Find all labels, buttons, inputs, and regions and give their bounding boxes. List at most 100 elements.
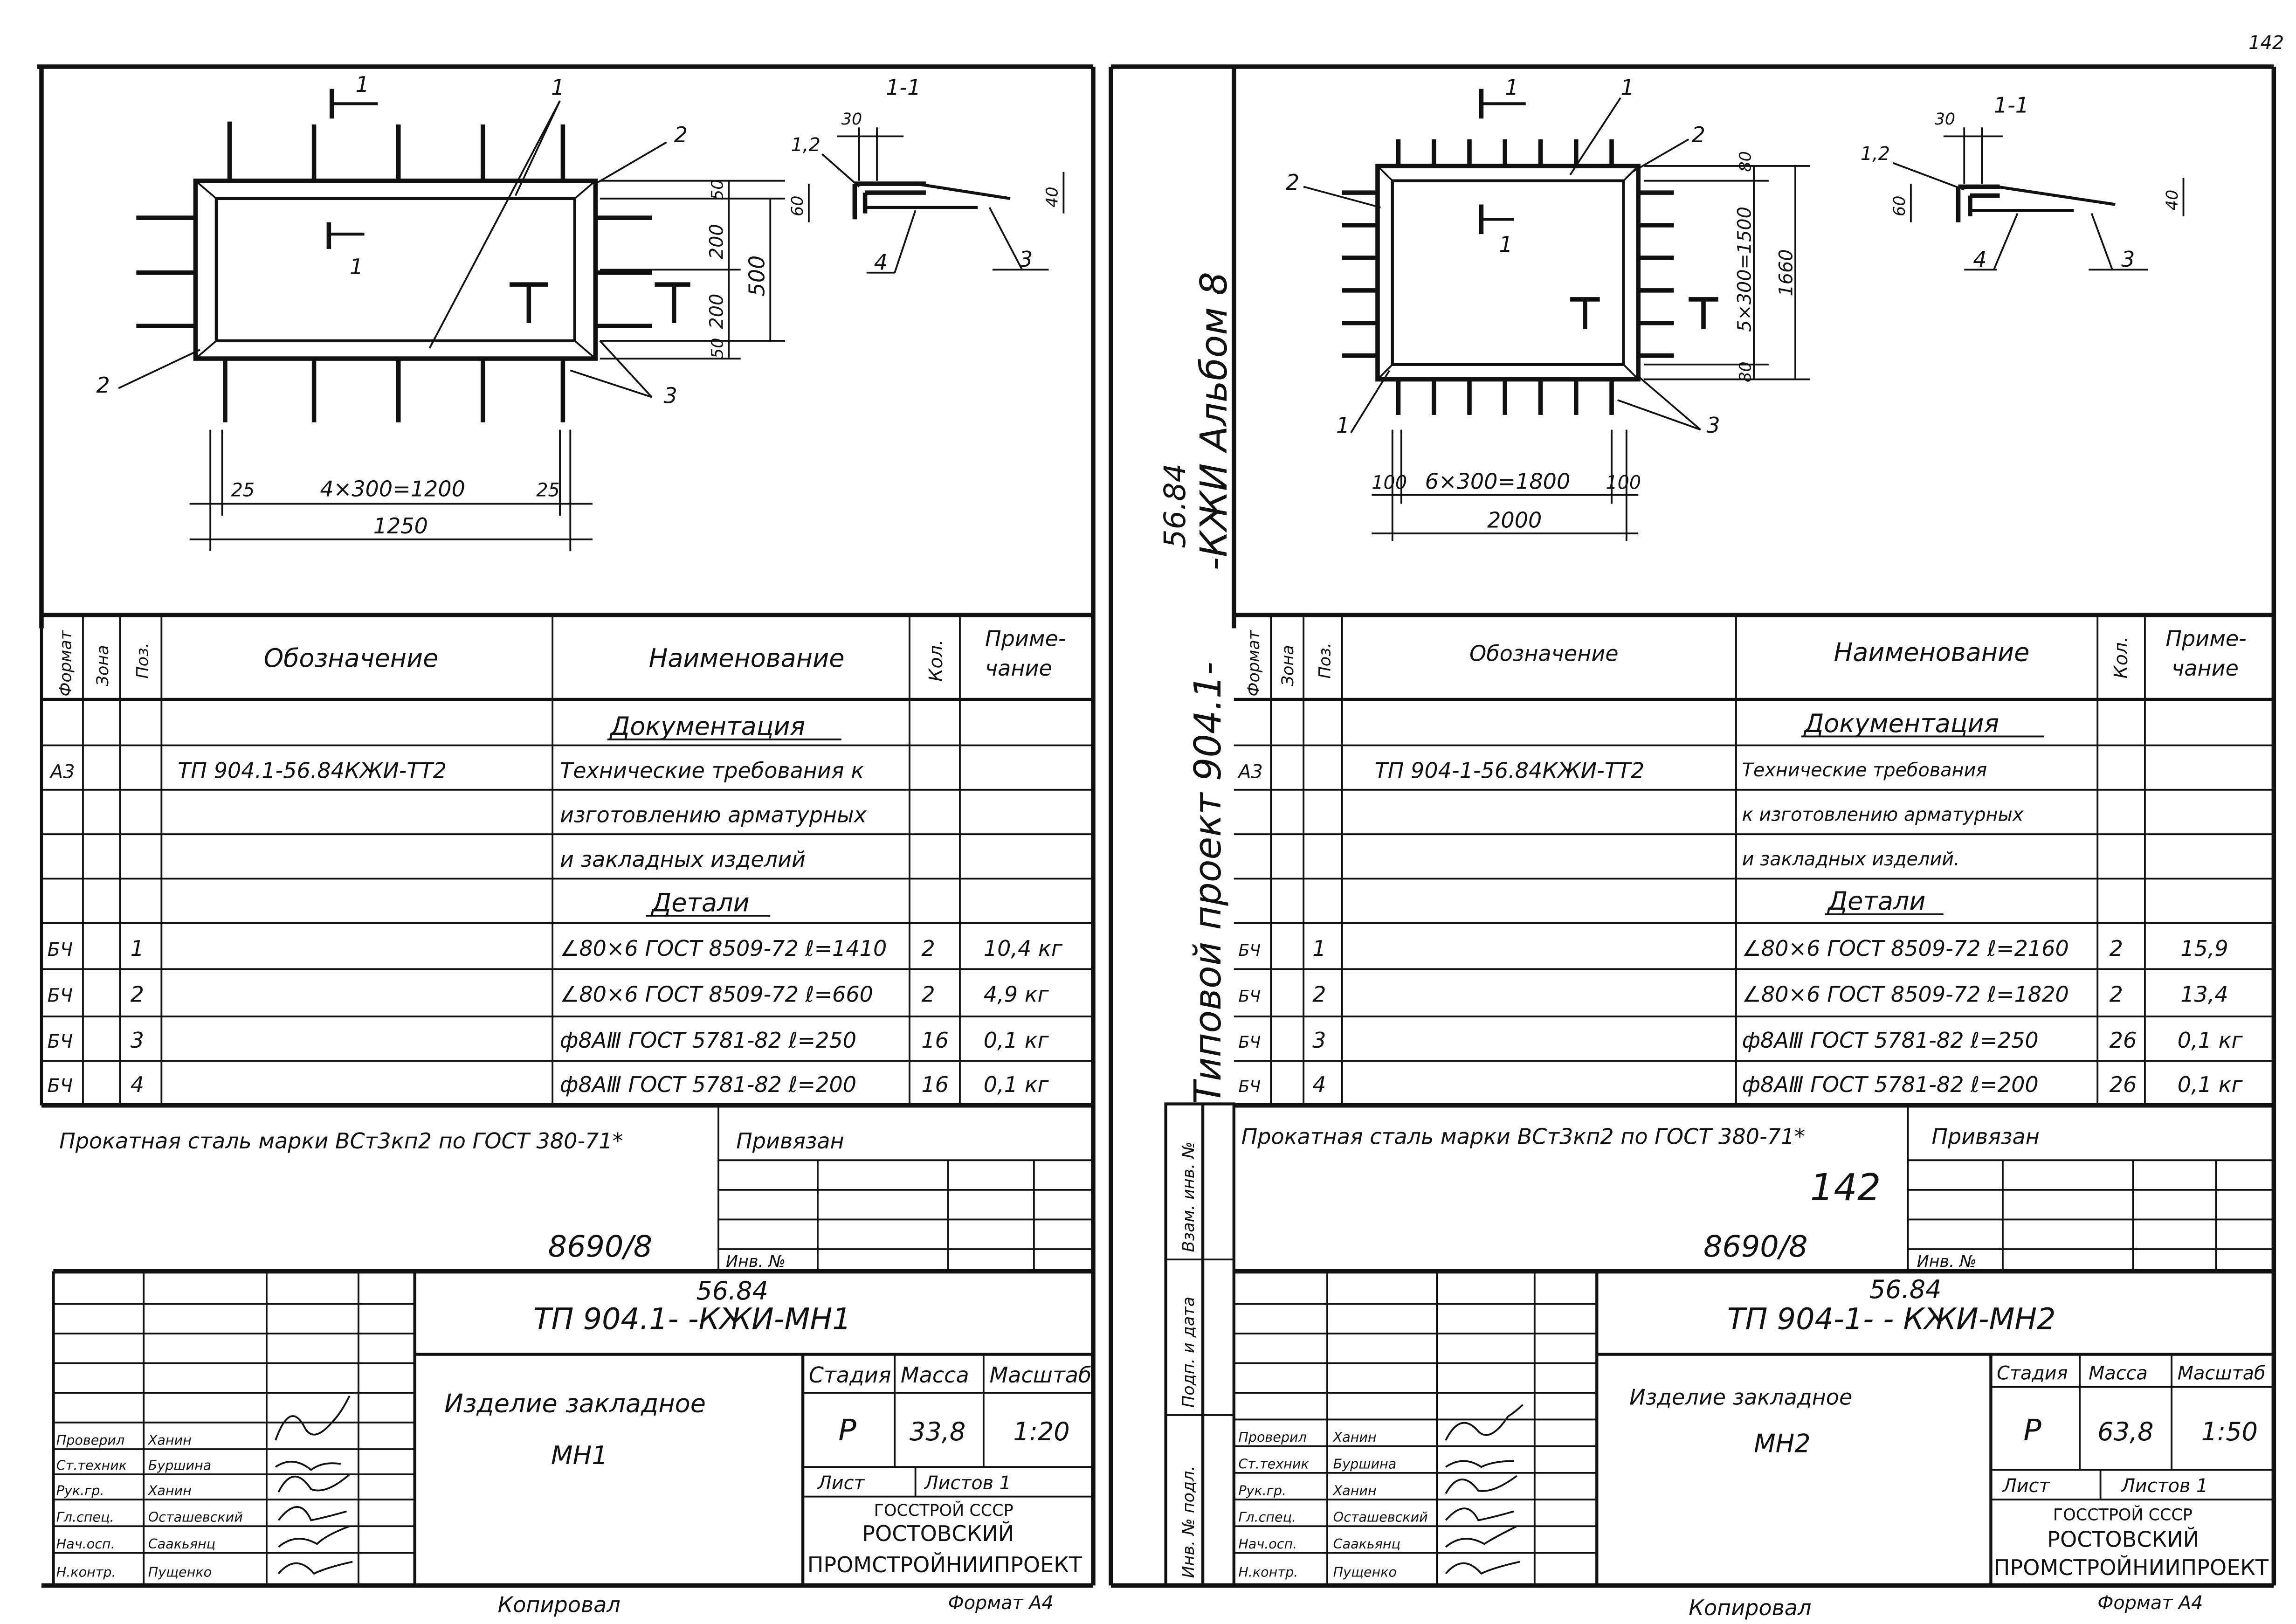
section-parts-mh2: Детали: [1827, 886, 1926, 916]
col-note-2-mh2: чание: [2172, 656, 2239, 681]
footer-copied: Копировал: [498, 1592, 621, 1617]
col-note-1-mh2: Приме-: [2165, 626, 2247, 651]
doc-format: А3: [49, 761, 75, 782]
scale-value: 1:20: [1013, 1417, 1069, 1446]
list-label-mh2: Лист: [2002, 1475, 2051, 1497]
row-2-format-mh2: БЧ: [1238, 987, 1261, 1006]
row-1-format: БЧ: [48, 939, 73, 961]
callout-2-left-mh2: 2: [1286, 170, 1299, 195]
callout-1-bottom-mh2: 1: [1336, 413, 1350, 438]
stage-value-mh2: Р: [2023, 1413, 2041, 1447]
row-4-pos-mh2: 4: [1312, 1072, 1326, 1097]
role-6-mh2: Н.контр.: [1238, 1564, 1298, 1580]
col-qty: Кол.: [925, 639, 947, 682]
row-1-qty-mh2: 2: [2110, 936, 2123, 961]
side-stamp: Взам. инв. № Подп. и дата Инв. № подл.: [1164, 1102, 1235, 1587]
album-title: -КЖИ Альбом 8: [1192, 272, 1235, 571]
row-2-pos-mh2: 2: [1312, 981, 1326, 1007]
name-4: Осташевский: [148, 1509, 243, 1525]
org-line-2-mh2: РОСТОВСКИЙ: [2047, 1527, 2199, 1552]
col-designation: Обозначение: [264, 643, 439, 673]
org-line-3-mh2: ПРОМСТРОЙНИИПРОЕКТ: [1994, 1555, 2269, 1580]
dim-right-40-mh2: 40: [2163, 190, 2182, 210]
org-line-2: РОСТОВСКИЙ: [862, 1521, 1014, 1546]
role-4: Гл.спец.: [56, 1509, 114, 1525]
drawing-mh2: 1 1 1 2 2 1 3 80 5×300=1500 80 1660: [1286, 75, 2185, 541]
doc-format-mh2: А3: [1237, 761, 1262, 782]
footer-format-mh2: Формат А4: [2097, 1592, 2203, 1614]
scale-header-mh2: Масштаб: [2178, 1363, 2266, 1384]
callout-3-detail: 3: [1019, 247, 1033, 272]
name-6: Пущенко: [148, 1564, 212, 1580]
callout-12: 1,2: [791, 134, 820, 156]
signature-scribble-mh2: [1445, 1404, 1524, 1575]
dim-v80b: 80: [1737, 361, 1755, 382]
mass-value: 33,8: [910, 1417, 965, 1446]
col-note-1: Приме-: [985, 626, 1066, 651]
col-zone-mh2: Зона: [1279, 645, 1297, 686]
dim-right-40: 40: [1043, 187, 1062, 207]
row-4-pos: 4: [131, 1072, 144, 1097]
row-4-note: 0,1 кг: [984, 1072, 1049, 1097]
callout-2-top-mh2: 2: [1692, 122, 1705, 147]
name-2-mh2: Буршина: [1333, 1456, 1397, 1472]
stage-header: Стадия: [809, 1362, 891, 1388]
section-label: 1-1: [886, 75, 921, 100]
row-3-qty: 16: [921, 1028, 949, 1053]
privyazan-label: Привязан: [736, 1128, 844, 1154]
row-2-name: ∠80×6 ГОСТ 8509-72 ℓ=660: [560, 981, 873, 1007]
row-1-name-mh2: ∠80×6 ГОСТ 8509-72 ℓ=2160: [1742, 936, 2069, 961]
doc-name-line-2: изготовлению арматурных: [560, 802, 867, 828]
role-6: Н.контр.: [56, 1564, 116, 1580]
section-docs: Документация: [609, 712, 805, 741]
name-1-mh2: Ханин: [1332, 1429, 1377, 1445]
name-1: Ханин: [147, 1432, 192, 1448]
code-super-mh2: 56.84: [1869, 1275, 1942, 1304]
steel-note: Прокатная сталь марки ВСт3кп2 по ГОСТ 38…: [59, 1128, 623, 1154]
name-4-mh2: Осташевский: [1333, 1509, 1428, 1525]
footer-copied-mh2: Копировал: [1689, 1595, 1811, 1620]
col-format: Формат: [57, 629, 76, 696]
section-label-mh2: 1-1: [1994, 93, 2029, 118]
section-mark-mid-mh2: 1: [1499, 232, 1513, 257]
section-mark-top-mh2: 1: [1505, 75, 1518, 100]
name-5-mh2: Саакьянц: [1333, 1536, 1400, 1552]
dim-v50a: 50: [709, 180, 727, 200]
row-4-format: БЧ: [48, 1075, 73, 1097]
item-title: Изделие закладное: [444, 1389, 706, 1418]
row-3-pos-mh2: 3: [1312, 1028, 1326, 1053]
spec-table-mh2: Формат Зона Поз. Обозначение Наименовани…: [1234, 613, 2274, 1108]
col-pos: Поз.: [134, 643, 152, 678]
callout-12-mh2: 1,2: [1861, 143, 1890, 165]
callout-2-top: 2: [674, 122, 688, 147]
dim-top-30: 30: [841, 110, 862, 129]
role-5: Нач.осп.: [56, 1536, 115, 1552]
name-5: Саакьянц: [148, 1536, 215, 1552]
dim-h100b: 100: [1606, 472, 1641, 494]
org-line-1: ГОССТРОЙ СССР: [874, 1500, 1014, 1520]
doc-name-line-3: и закладных изделий: [560, 847, 806, 872]
callout-4: 4: [874, 249, 888, 275]
callout-2-left: 2: [97, 373, 110, 398]
dim-h25a: 25: [231, 480, 255, 501]
section-docs-mh2: Документация: [1803, 709, 1999, 738]
dim-v80a: 80: [1737, 151, 1755, 172]
row-2-note-mh2: 13,4: [2180, 981, 2228, 1007]
item-title-mh2: Изделие закладное: [1629, 1385, 1852, 1410]
col-designation-mh2: Обозначение: [1469, 641, 1619, 666]
dim-h25b: 25: [536, 480, 560, 501]
row-1-qty: 2: [921, 936, 935, 961]
dim-h-spacing-mh2: 6×300=1800: [1425, 469, 1571, 494]
side-stamp-cell-2: Подп. и дата: [1179, 1297, 1198, 1408]
side-stamp-cell-1: Взам. инв. №: [1179, 1141, 1198, 1252]
dim-top-30-mh2: 30: [1935, 110, 1955, 129]
steel-note-mh2: Прокатная сталь марки ВСт3кп2 по ГОСТ 38…: [1241, 1124, 1806, 1149]
title-block-mh2: Проверил Ст.техник Рук.гр. Гл.спец. Нач.…: [1111, 1269, 2274, 1588]
role-3-mh2: Рук.гр.: [1238, 1483, 1286, 1499]
mass-header: Масса: [901, 1362, 969, 1388]
callout-4-mh2: 4: [1973, 247, 1986, 272]
section-parts: Детали: [651, 888, 750, 917]
callout-3-mh2: 3: [1706, 413, 1720, 438]
lists-label-mh2: Листов 1: [2120, 1475, 2208, 1497]
